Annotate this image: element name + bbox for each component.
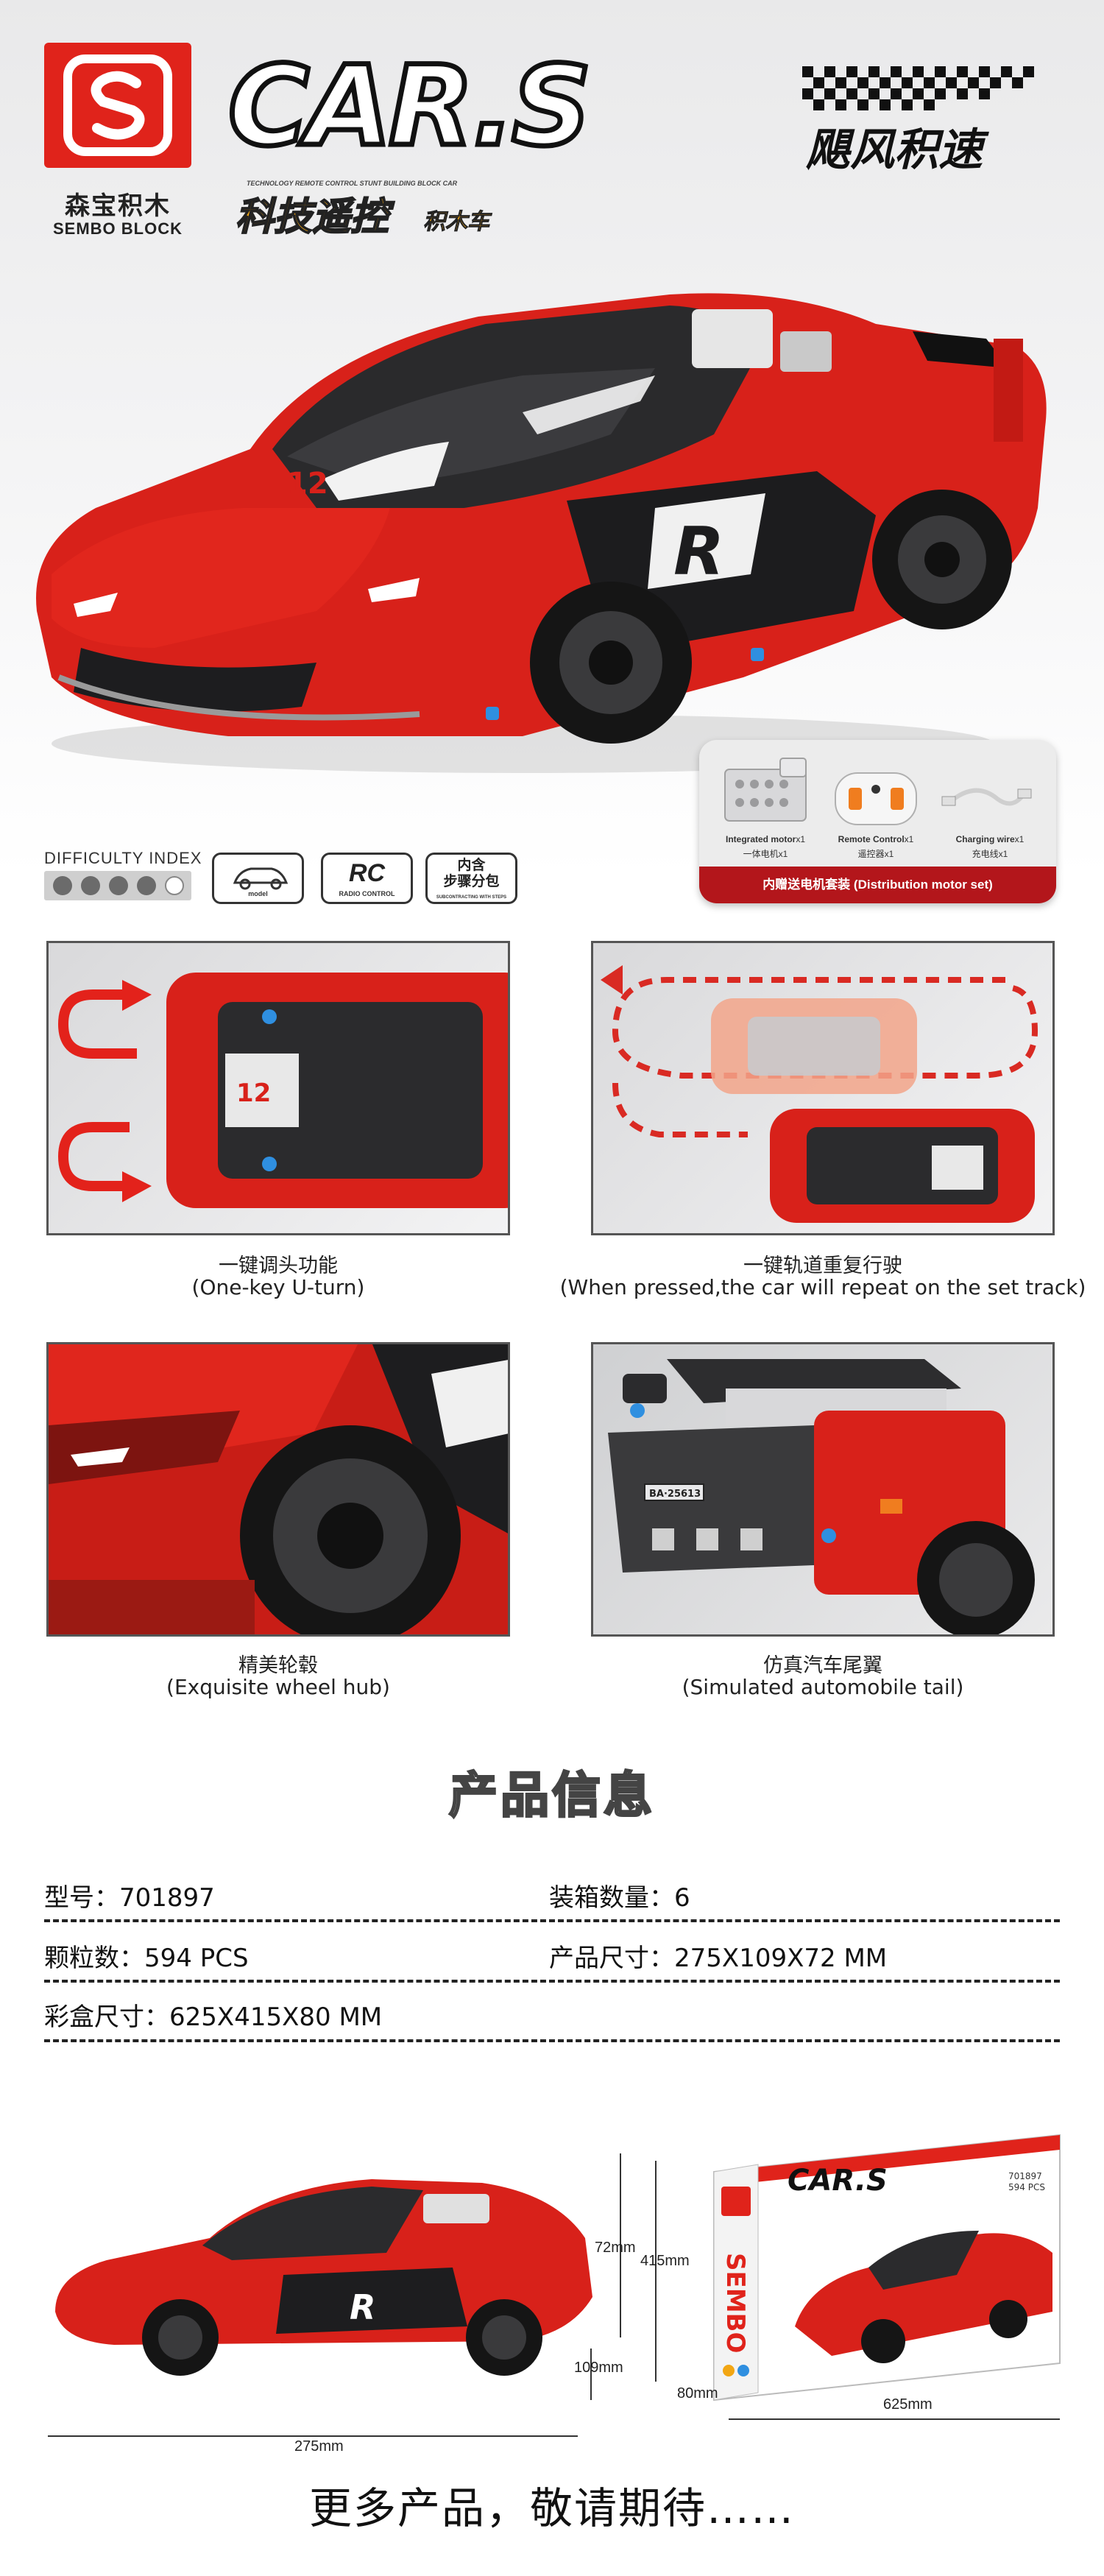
accessory-name: Charging wirex1: [955, 834, 1025, 844]
steps-bag-badge: 内含 步骤分包 SUBCONTRACTING WITH STEPS: [425, 853, 517, 904]
subtitle-small: TECHNOLOGY REMOTE CONTROL STUNT BUILDING…: [247, 180, 458, 187]
car-length-label: 275mm: [294, 2438, 344, 2455]
difficulty-dot-filled: [137, 876, 156, 895]
dimension-line: [620, 2153, 621, 2337]
difficulty-label: DIFFICULTY INDEX: [44, 849, 202, 867]
dimension-car-image: R: [55, 2179, 592, 2376]
hero-car-image: 12 R: [36, 293, 1047, 773]
charging-cable-icon: [941, 788, 1032, 806]
rc-badge-title: RC: [348, 859, 386, 887]
box-brand-vertical: SEMBO: [721, 2253, 750, 2353]
subtitle-tail: 积木车: [423, 209, 490, 236]
title-cn: 飓风积速: [806, 124, 983, 176]
rc-badge: RC RADIO CONTROL: [321, 853, 413, 904]
box-height-label: 415mm: [640, 2253, 690, 2269]
info-row: 彩盒尺寸：625X415X80 MM: [44, 1989, 1060, 2035]
carton-qty-field: 装箱数量：6: [549, 1883, 690, 1913]
feature-tile-tail: BA·25613: [591, 1342, 1055, 1637]
dimension-line: [590, 2349, 592, 2400]
feature-tile-track-repeat: [591, 941, 1055, 1235]
brand-name-cn: 森宝积木: [65, 191, 171, 221]
rc-badge-label: RADIO CONTROL: [339, 890, 395, 897]
u-turn-arrow-icon: [57, 1122, 137, 1191]
footer-text: 更多产品，敬请期待……: [308, 2483, 795, 2533]
dashed-divider: [44, 1980, 1060, 1983]
difficulty-dot-filled: [81, 876, 100, 895]
box-size-field: 彩盒尺寸：625X415X80 MM: [44, 2002, 383, 2032]
model-badge: model: [212, 853, 304, 904]
accessory-name-cn: 充电线x1: [972, 849, 1008, 859]
u-turn-arrow-icon: [57, 989, 137, 1059]
product-size-field: 产品尺寸：275X109X72 MM: [549, 1944, 888, 1973]
box-pcs: 594 PCS: [1008, 2182, 1045, 2192]
accessory-name-cn: 一体电机x1: [743, 849, 788, 859]
checkered-flag-icon: [802, 66, 1034, 110]
svg-text:12: 12: [236, 1079, 271, 1108]
dimension-line: [48, 2435, 578, 2437]
feature-caption-cn: 一键轨道重复行驶: [743, 1255, 902, 1277]
dimension-line: [655, 2161, 657, 2382]
hero-side-letter: R: [673, 513, 724, 590]
accessory-name-cn: 遥控器x1: [857, 849, 894, 859]
product-info-title: 产品信息: [448, 1766, 655, 1825]
pieces-field: 颗粒数：594 PCS: [44, 1944, 249, 1973]
box-art-image: SEMBO CAR.S 701897 594 PCS: [713, 2134, 1061, 2402]
car-height-label: 72mm: [595, 2240, 636, 2256]
accessory-name: Integrated motorx1: [725, 834, 806, 844]
subtitle-banner: TECHNOLOGY REMOTE CONTROL STUNT BUILDING…: [235, 175, 515, 240]
info-row: 颗粒数：594 PCS 产品尺寸：275X109X72 MM: [44, 1930, 1060, 1976]
sembo-logo: [44, 43, 191, 168]
hero-race-number: 12: [287, 467, 328, 501]
feature-caption-cn: 精美轮毂: [238, 1654, 318, 1677]
box-title: CAR.S: [788, 2164, 888, 2198]
feature-caption-en: (When pressed,the car will repeat on the…: [559, 1275, 1086, 1299]
box-depth-label: 80mm: [677, 2385, 718, 2402]
model-field: 型号：701897: [44, 1883, 215, 1913]
box-model: 701897: [1008, 2171, 1042, 2181]
track-path-icon: [612, 977, 1038, 1079]
brand-name-en: SEMBO BLOCK: [53, 219, 183, 238]
difficulty-rating: [44, 871, 191, 900]
dashed-divider: [44, 2039, 1060, 2042]
difficulty-dot-filled: [53, 876, 72, 895]
info-row: 型号：701897 装箱数量：6: [44, 1870, 1060, 1916]
title-en: CAR.S: [225, 42, 593, 172]
feature-tile-wheel-hub: [46, 1342, 510, 1637]
remote-control-icon: [835, 772, 917, 825]
product-title: CAR.S 飓风积速: [213, 37, 1060, 177]
subtitle-big: 科技遥控: [235, 194, 389, 240]
accessories-footer: 内赠送电机套装 (Distribution motor set): [699, 867, 1056, 903]
box-length-label: 625mm: [883, 2396, 933, 2413]
accessories-panel: Integrated motorx1 一体电机x1 Remote Control…: [699, 740, 1056, 903]
feature-caption-cn: 一键调头功能: [219, 1255, 338, 1277]
feature-caption-en: (One-key U-turn): [191, 1275, 365, 1299]
difficulty-dot-empty: [165, 876, 184, 895]
feature-caption-en: (Exquisite wheel hub): [166, 1675, 390, 1699]
feature-tile-u-turn: 12: [46, 941, 510, 1235]
car-width-label: 109mm: [574, 2360, 623, 2376]
license-plate: BA·25613: [649, 1489, 701, 1500]
accessory-name: Remote Controlx1: [838, 834, 914, 844]
car-outline-icon: [233, 867, 289, 890]
svg-text:R: R: [350, 2287, 375, 2327]
feature-caption-en: (Simulated automobile tail): [682, 1675, 964, 1699]
dimension-line: [729, 2418, 1060, 2420]
difficulty-dot-filled: [109, 876, 128, 895]
steps-bag-label: SUBCONTRACTING WITH STEPS: [436, 895, 507, 900]
steps-bag-title: 内含 步骤分包: [443, 857, 500, 889]
motor-icon: [724, 758, 807, 822]
dashed-divider: [44, 1919, 1060, 1922]
model-badge-label: model: [248, 890, 268, 897]
feature-caption-cn: 仿真汽车尾翼: [763, 1654, 882, 1677]
